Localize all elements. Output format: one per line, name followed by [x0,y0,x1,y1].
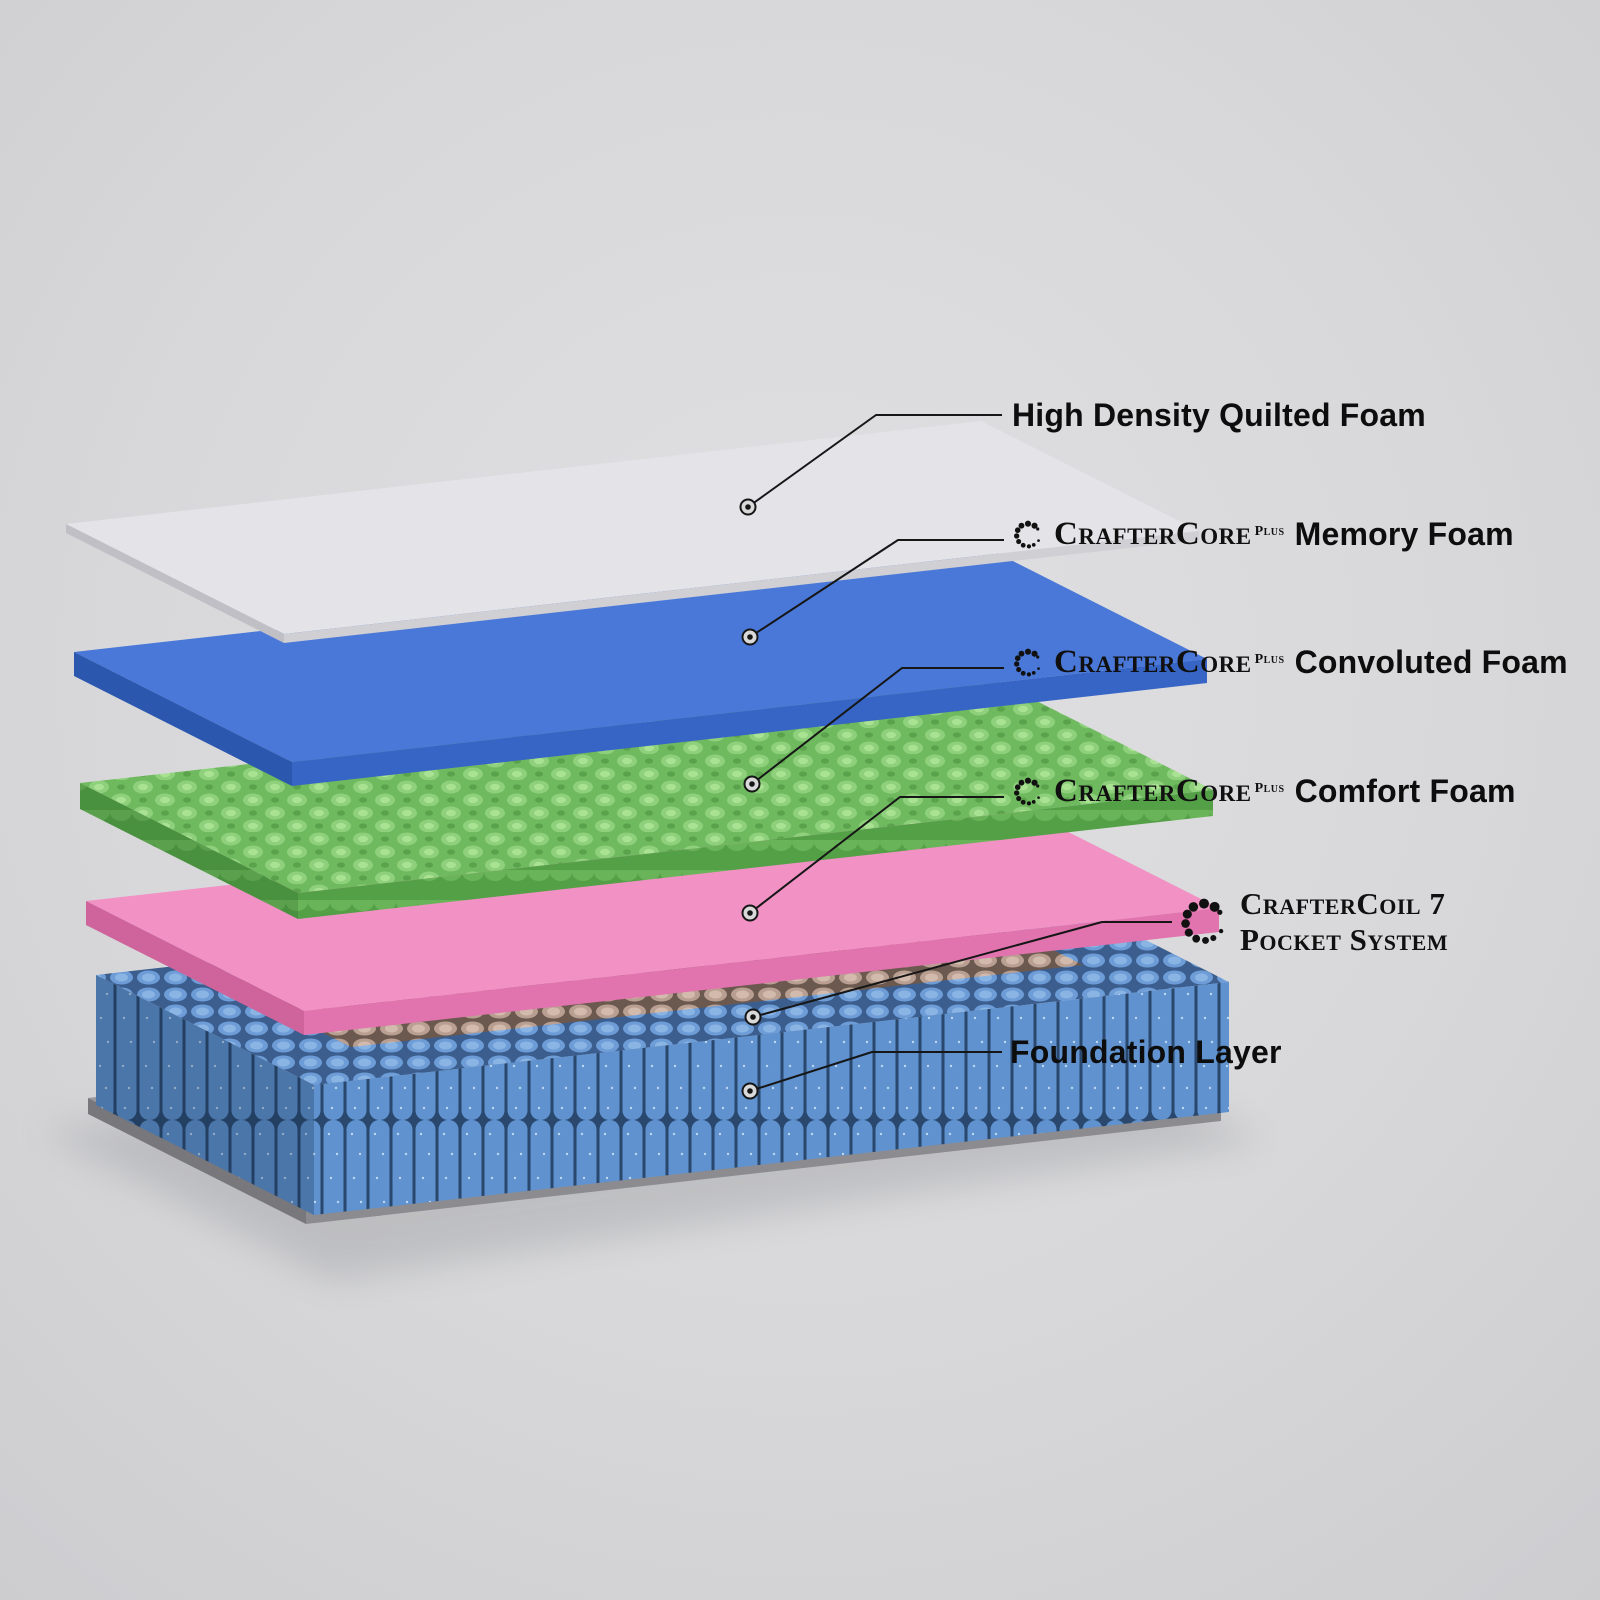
callout-dot-memory [741,628,759,646]
brand-plus-sup: Plus [1254,524,1285,540]
craftercore-logo-icon [1012,519,1044,551]
brand-plus-sup: Plus [1254,781,1285,797]
comfort-foam-layer [86,798,1219,1035]
callout-line-convoluted [751,667,1004,785]
callout-dot-foundation [741,1082,759,1100]
foundation-label: Foundation Layer [1010,1034,1282,1070]
craftercoil-logo-icon [1178,896,1230,948]
craftercore-logo-icon [1012,776,1044,808]
quilted-foam-label: High Density Quilted Foam [1012,397,1426,433]
callout-dot-coil [744,1008,762,1026]
memory-foam-label: Memory Foam [1294,516,1514,552]
callout-foundation: Foundation Layer [1010,1034,1282,1071]
craftercoil-text: CrafterCoil 7 Pocket System [1240,886,1448,957]
callout-quilted-foam: High Density Quilted Foam [1012,397,1426,434]
memory-foam-layer [74,549,1207,786]
convoluted-foam-layer [80,680,1213,919]
callout-dot-comfort [741,904,759,922]
craftercore-logo-icon [1012,647,1044,679]
quilted-foam-layer [66,421,1199,643]
callout-lines [747,414,1172,1092]
callout-line-memory [749,539,1004,638]
brand-text: CrafterCore [1054,516,1252,552]
callout-line-comfort [749,796,1004,914]
comfort-foam-label: Comfort Foam [1294,773,1516,809]
callout-line-coil [752,921,1172,1018]
callout-dot-quilted [739,498,757,516]
brand-text: CrafterCore [1054,644,1252,680]
craftercoil-line1: CrafterCoil 7 [1240,886,1446,921]
callout-dot-convoluted [743,775,761,793]
convoluted-foam-label: Convoluted Foam [1294,644,1568,680]
brand-text: CrafterCore [1054,773,1252,809]
callout-line-foundation [749,1051,1002,1092]
brand-plus-sup: Plus [1254,652,1285,668]
craftercoil-line2: Pocket System [1240,921,1449,957]
callout-pocket-coil: CrafterCoil 7 Pocket System [1178,886,1448,957]
callout-dots [739,498,762,1100]
callout-line-quilted [747,414,1002,508]
